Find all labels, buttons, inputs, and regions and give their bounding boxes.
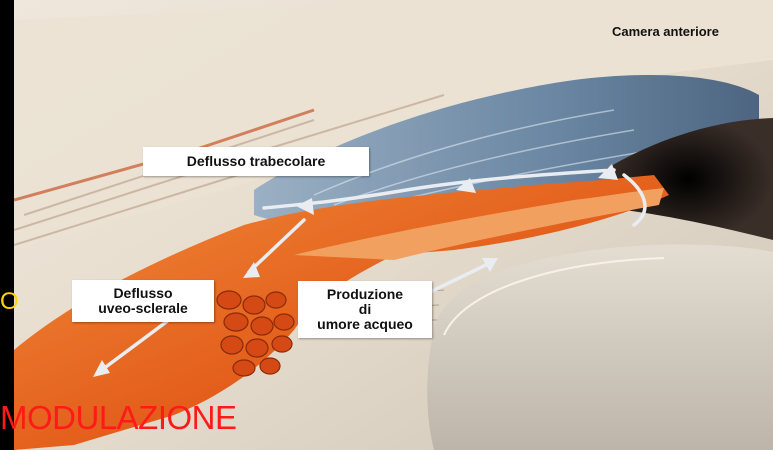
eye-angle-illustration (14, 0, 773, 450)
label-anterior-chamber: Camera anteriore (612, 24, 719, 39)
overlay-modulation-text: MODULAZIONE (0, 400, 237, 436)
label-aqueous-production: Produzione di umore acqueo (298, 281, 432, 338)
overlay-text-fragment: O (0, 288, 19, 316)
label-trabecular-outflow: Deflusso trabecolare (143, 147, 369, 176)
label-uveoscleral-outflow: Deflusso uveo-sclerale (72, 280, 214, 322)
